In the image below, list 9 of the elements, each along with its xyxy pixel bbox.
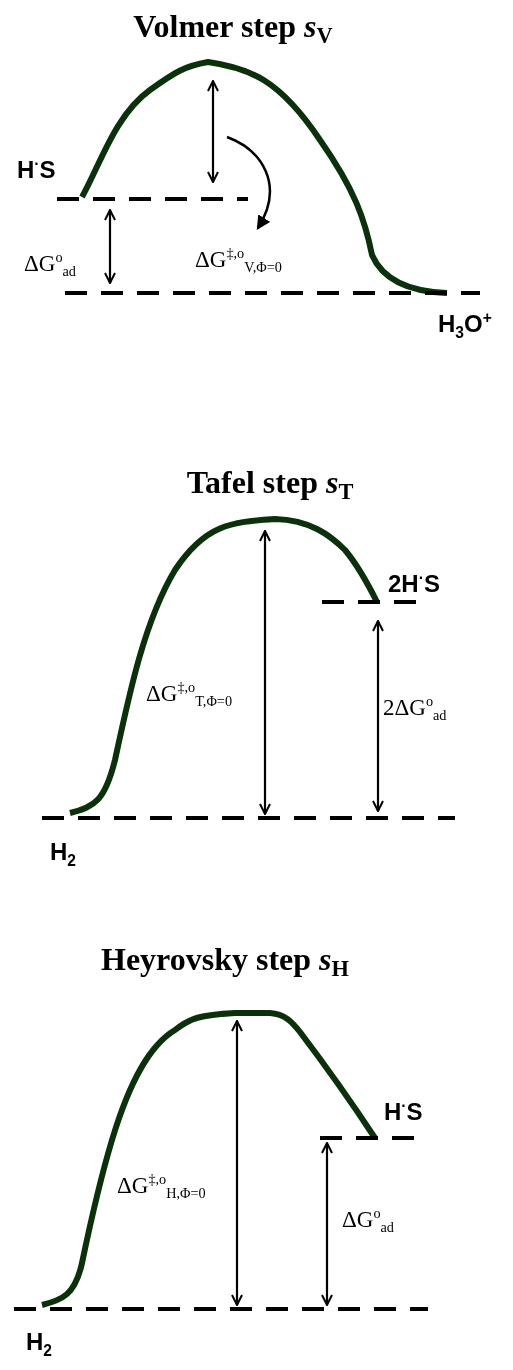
species-label: H$^{·}$S	[384, 1098, 423, 1124]
species-label: 2H$^{·}$S	[388, 570, 440, 596]
species-label: H$_{3}$O$^{+}$	[438, 310, 492, 341]
species-label: H$^{·}$S	[17, 156, 56, 182]
species-label: H$_{2}$	[26, 1330, 53, 1359]
species-label: H$_{2}$	[50, 840, 77, 869]
panel-heading: Volmer step s$_{V}$	[133, 10, 333, 47]
panel-heading: Heyrovsky step s$_{H}$	[101, 943, 349, 980]
panel-heading: Tafel step s$_{T}$	[186, 466, 354, 503]
